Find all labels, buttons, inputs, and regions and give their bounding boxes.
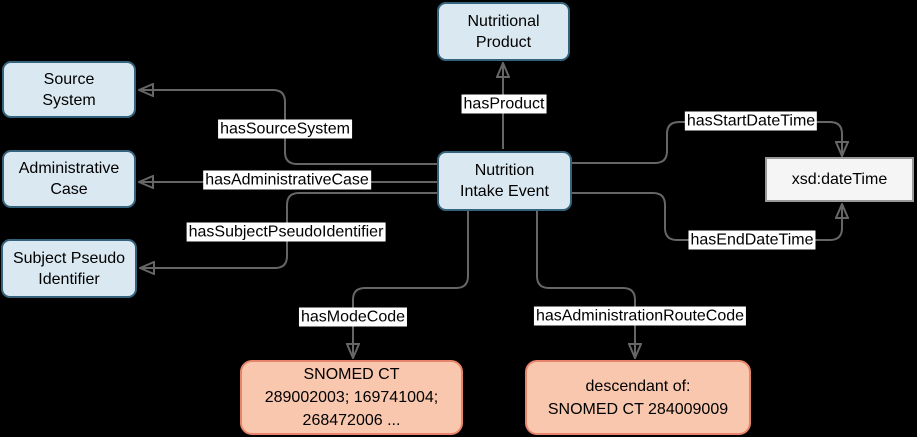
node-xsd-datetime: xsd:dateTime: [765, 157, 914, 202]
edge-label-has-administrative-case: hasAdministrativeCase: [203, 170, 371, 190]
node-nutrition-intake-event: Nutrition Intake Event: [437, 151, 572, 211]
edge-label-has-product: hasProduct: [461, 94, 547, 114]
edge-has-mode-code: [353, 211, 469, 357]
edge-has-end-date-time: [572, 192, 842, 241]
edge-has-start-date-time: [572, 121, 842, 164]
node-snomed-route-codes-label: descendant of: SNOMED CT 284009009: [547, 377, 729, 418]
node-administrative-case: Administrative Case: [2, 150, 136, 208]
node-nutrition-intake-event-label: Nutrition Intake Event: [460, 162, 549, 200]
node-subject-pseudo-identifier: Subject Pseudo Identifier: [1, 239, 137, 298]
node-source-system: Source System: [2, 61, 136, 118]
node-snomed-route-codes: descendant of: SNOMED CT 284009009: [525, 360, 751, 435]
edge-label-has-administration-route-code: hasAdministrationRouteCode: [533, 306, 747, 326]
node-snomed-mode-codes-label: SNOMED CT 289002003; 169741004; 26847200…: [264, 366, 439, 429]
node-nutritional-product: Nutritional Product: [437, 2, 570, 61]
node-nutritional-product-label: Nutritional Product: [467, 12, 540, 51]
edge-label-has-source-system: hasSourceSystem: [218, 119, 352, 139]
node-source-system-label: Source System: [42, 70, 96, 109]
edge-label-has-end-date-time: hasEndDateTime: [688, 230, 816, 250]
node-administrative-case-label: Administrative Case: [18, 160, 120, 198]
node-subject-pseudo-identifier-label: Subject Pseudo Identifier: [12, 249, 126, 288]
node-xsd-datetime-label: xsd:dateTime: [791, 171, 888, 188]
edge-has-administration-route-code: [536, 211, 635, 357]
node-snomed-mode-codes: SNOMED CT 289002003; 169741004; 26847200…: [240, 360, 463, 435]
edge-label-has-start-date-time: hasStartDateTime: [684, 111, 818, 131]
edge-label-has-mode-code: hasModeCode: [298, 307, 408, 327]
edge-label-has-subject-pseudo-identifier: hasSubjectPseudoIdentifier: [186, 222, 386, 242]
